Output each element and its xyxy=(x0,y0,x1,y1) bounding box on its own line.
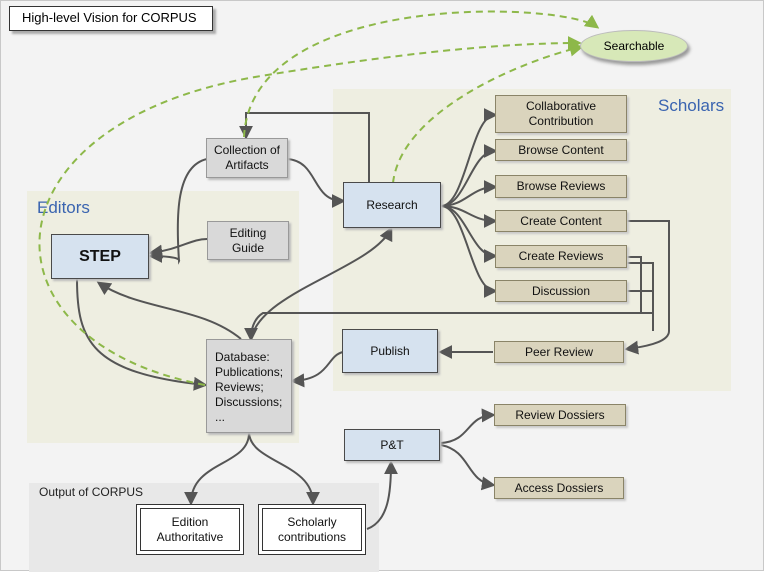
review-dossiers-node: Review Dossiers xyxy=(494,404,626,426)
arrow-collection-to-research xyxy=(286,158,346,208)
dashed-research-to-searchable xyxy=(392,42,584,184)
scholars-label: Scholars xyxy=(658,96,725,115)
research-node: Research xyxy=(343,182,441,228)
edition-authoritative-label: Edition Authoritative xyxy=(140,508,240,551)
step-label: STEP xyxy=(79,248,121,265)
editing-guide-node: Editing Guide xyxy=(207,221,289,260)
arrow-research-to-browse-content xyxy=(440,144,498,207)
edition-authoritative-node: Edition Authoritative xyxy=(136,504,244,555)
collaborative-contribution-node: Collaborative Contribution xyxy=(495,95,627,133)
arrow-step-to-database xyxy=(76,278,208,391)
peer-review-node: Peer Review xyxy=(494,341,624,363)
dashed-collection-to-searchable xyxy=(243,10,600,138)
access-dossiers-node: Access Dossiers xyxy=(494,477,624,499)
arrow-database-to-step xyxy=(96,281,242,340)
create-content-node: Create Content xyxy=(495,210,627,232)
pt-node: P&T xyxy=(344,429,440,461)
arrow-pt-to-review-dossiers xyxy=(440,408,496,444)
arrow-guide-to-step xyxy=(148,238,208,259)
editors-label: Editors xyxy=(37,198,90,217)
arrow-research-to-discussion xyxy=(440,205,498,298)
arrow-create-content-to-peer xyxy=(624,220,670,355)
step-node: STEP xyxy=(51,234,149,279)
arrow-database-to-research xyxy=(250,226,393,340)
arrow-database-to-edition xyxy=(184,432,250,506)
searchable-node: Searchable xyxy=(580,30,688,62)
arrow-database-to-scholarly xyxy=(248,432,320,506)
browse-content-node: Browse Content xyxy=(495,139,627,161)
scholarly-contributions-label: Scholarly contributions xyxy=(262,508,362,551)
create-reviews-node: Create Reviews xyxy=(495,245,627,268)
arrow-discussion-to-database xyxy=(244,290,654,342)
arrow-pt-to-access-dossiers xyxy=(440,444,496,491)
scholarly-contributions-node: Scholarly contributions xyxy=(258,504,366,555)
arrow-publish-to-database xyxy=(290,351,344,388)
output-label: Output of CORPUS xyxy=(39,485,144,499)
discussion-node: Discussion xyxy=(495,280,627,302)
arrow-scholarly-to-pt xyxy=(366,460,398,530)
publish-node: Publish xyxy=(342,329,438,373)
arrow-create-reviews-to-database xyxy=(627,256,642,313)
diagram-title: High-level Vision for CORPUS xyxy=(9,6,213,31)
arrow-research-to-collab xyxy=(440,108,498,207)
collection-of-artifacts-node: Collection of Artifacts xyxy=(206,138,288,178)
arrow-collection-to-step xyxy=(148,158,208,265)
dashed-database-to-searchable xyxy=(38,36,582,386)
browse-reviews-node: Browse Reviews xyxy=(495,175,627,198)
database-node: Database: Publications; Reviews; Discuss… xyxy=(206,339,292,433)
